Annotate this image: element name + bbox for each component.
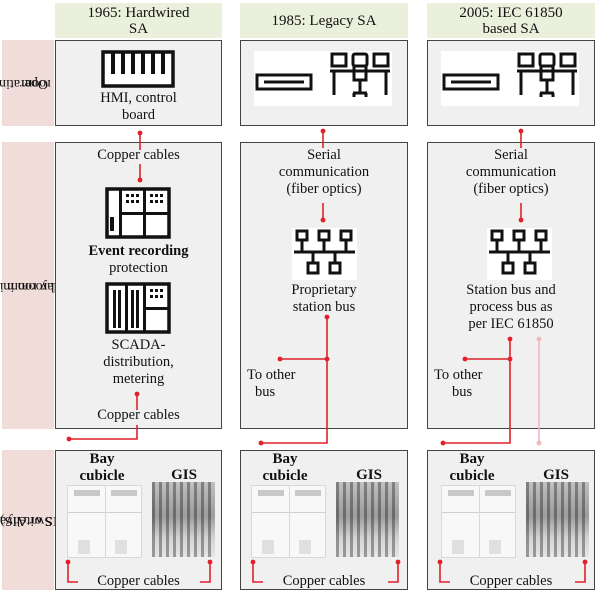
connector-dot — [518, 128, 524, 134]
bay-cubicle-image — [441, 485, 516, 558]
label-line: station bus — [292, 299, 356, 315]
gis-photo — [336, 482, 399, 557]
label-line: cubicle — [449, 468, 495, 484]
gis-label-2005: GIS — [543, 467, 569, 483]
header-text: 1965: Hardwired SA — [87, 4, 190, 37]
network-bus-icon — [292, 228, 357, 280]
label-line: Bay — [272, 451, 298, 467]
label-line: (fiber optics) — [286, 181, 362, 197]
label-line: Station bus and — [466, 282, 556, 298]
label-line: To other — [247, 367, 296, 383]
label-line: distribution, — [103, 354, 174, 370]
label-line: communication — [278, 164, 370, 180]
column-header-1965: 1965: Hardwired SA — [55, 3, 222, 38]
connector-dot — [320, 128, 326, 134]
label-line: protection — [109, 260, 168, 276]
serial-comm-label-2005: Serial communication (fiber optics) — [427, 147, 595, 198]
label-line: Serial — [307, 147, 341, 163]
label-line: metering — [112, 371, 165, 387]
workstation-icon — [330, 52, 390, 97]
operating-icons-2005 — [441, 51, 579, 106]
bay-cubicle-label-1985: Bay cubicle — [245, 451, 325, 485]
control-board-icon — [101, 50, 175, 88]
scada-panel-icon — [105, 282, 171, 334]
label-line: Bay — [89, 451, 115, 467]
gis-photo — [526, 482, 589, 557]
gis-label-1965: GIS — [171, 467, 197, 483]
to-other-bus-label-1985: To other bus — [247, 367, 296, 401]
hmi-label: HMI, control board — [55, 90, 222, 124]
label-line: Serial — [494, 147, 528, 163]
operating-icons-1985 — [254, 51, 392, 106]
label-line: SCADA- — [111, 337, 166, 353]
column-header-2005: 2005: IEC 61850 based SA — [427, 3, 595, 38]
label-line: per IEC 61850 — [468, 316, 554, 332]
scada-label: SCADA- distribution, metering — [55, 337, 222, 388]
to-other-bus-label-2005: To other bus — [434, 367, 483, 401]
proprietary-bus-label: Proprietary station bus — [240, 282, 408, 316]
copper-cables-top-label: Copper cables — [97, 147, 180, 163]
label-line: HMI, control — [100, 90, 177, 106]
header-text: 1985: Legacy SA — [271, 12, 377, 29]
row-label-relay-room: Relay room in GISControl room in AIS — [0, 142, 94, 429]
row-label-switchyard: Switchyard(GIS or AIS) — [0, 450, 72, 590]
connector-dot — [536, 440, 542, 446]
copper-cables-switchyard-label-1985: Copper cables — [282, 573, 366, 589]
bay-cubicle-label-1965: Bay cubicle — [62, 451, 142, 485]
label-line: To other — [434, 367, 483, 383]
bay-cubicle-label-2005: Bay cubicle — [432, 451, 512, 485]
connector-dot — [258, 440, 264, 446]
copper-cables-switchyard-label-1965: Copper cables — [97, 573, 180, 589]
label-line: process bus as — [469, 299, 553, 315]
gis-label-1985: GIS — [356, 467, 382, 483]
connector-dot — [137, 130, 143, 136]
server-rack-icon — [255, 52, 390, 97]
label-line: bus — [255, 384, 276, 400]
workstation-icon — [517, 52, 577, 97]
bay-cubicle-image — [251, 485, 326, 558]
label-line: communication — [465, 164, 557, 180]
network-bus-icon — [487, 228, 552, 280]
serial-comm-label-1985: Serial communication (fiber optics) — [240, 147, 408, 198]
connector-dot — [440, 440, 446, 446]
label-line: cubicle — [262, 468, 308, 484]
bay-cubicle-image — [67, 485, 142, 558]
column-header-1985: 1985: Legacy SA — [240, 3, 408, 38]
label-line: (fiber optics) — [473, 181, 549, 197]
label-line: cubicle — [79, 468, 125, 484]
event-recording-label: Event recording protection — [55, 243, 222, 277]
gis-photo — [152, 482, 215, 557]
label-line: board — [121, 107, 155, 123]
label-line: bus — [452, 384, 473, 400]
row-label-operating-room: Operatingroom — [0, 40, 54, 126]
connector-dot — [66, 436, 72, 442]
label-line: Proprietary — [291, 282, 357, 298]
server-rack-icon — [442, 52, 577, 97]
label-line: Bay — [459, 451, 485, 467]
copper-cables-switchyard-label-2005: Copper cables — [469, 573, 553, 589]
copper-cables-bottom-label: Copper cables — [97, 407, 180, 423]
relay-panel-icon — [105, 187, 171, 239]
label-line: Event recording — [88, 243, 189, 259]
header-text: 2005: IEC 61850 based SA — [459, 4, 563, 37]
iec61850-bus-label: Station bus and process bus as per IEC 6… — [427, 282, 595, 333]
